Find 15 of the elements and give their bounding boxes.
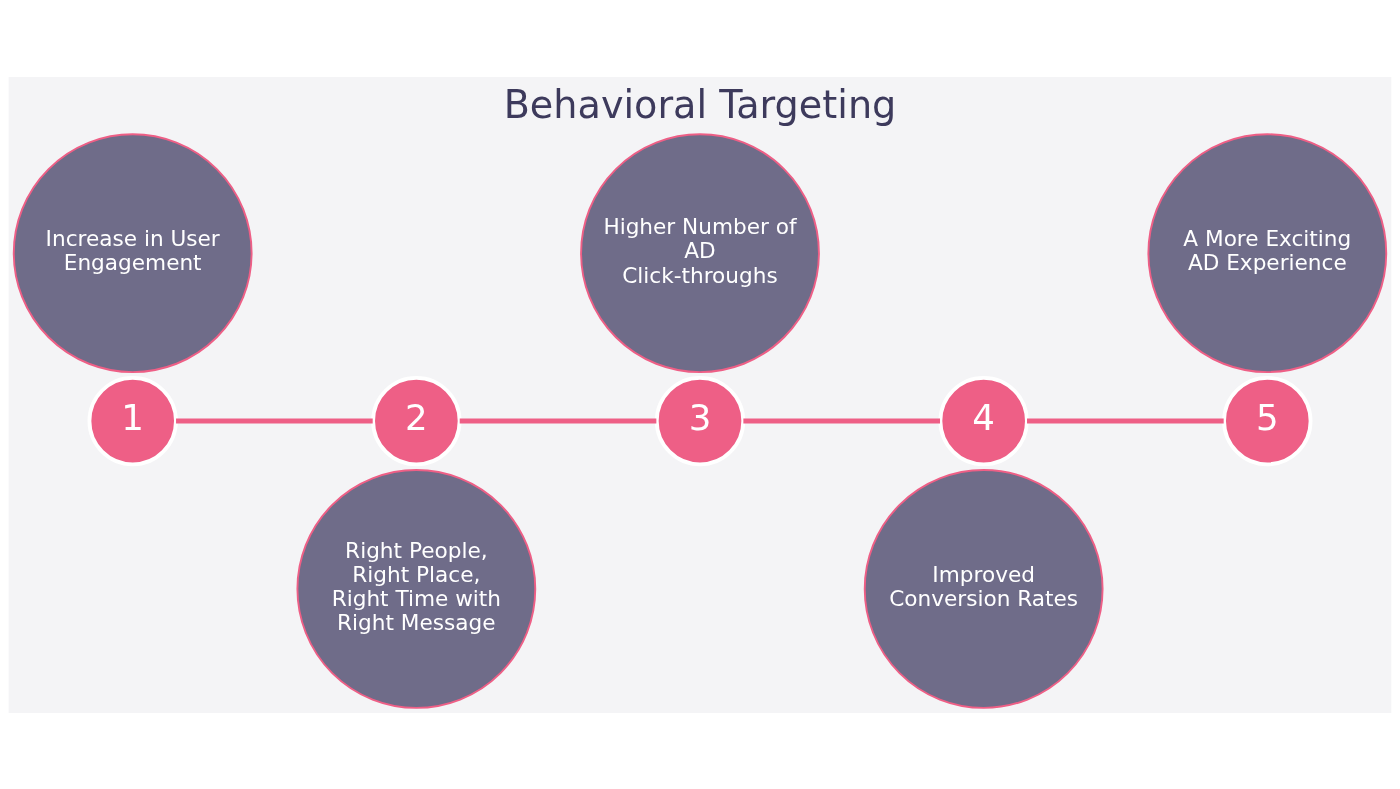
connector — [1027, 418, 1224, 424]
node-circle: Right People, Right Place, Right Time with Right Message — [296, 468, 537, 709]
connector — [176, 418, 373, 424]
diagram-title: Behavioral Targeting — [503, 82, 897, 127]
node-circle: Higher Number of AD Click-throughs — [580, 132, 820, 373]
node-circle: Increase in User Engagement — [12, 132, 253, 373]
connector — [743, 418, 940, 424]
node-circle: 4 — [938, 375, 1029, 466]
node-circle: 5 — [1222, 375, 1313, 466]
node-circle: 1 — [87, 375, 178, 466]
connector — [459, 418, 657, 424]
node-circle: Improved Conversion Rates — [863, 468, 1104, 709]
node-circle: 3 — [654, 375, 746, 466]
node-circle: 2 — [371, 375, 462, 466]
node-circle: A More Exciting AD Experience — [1147, 132, 1388, 373]
